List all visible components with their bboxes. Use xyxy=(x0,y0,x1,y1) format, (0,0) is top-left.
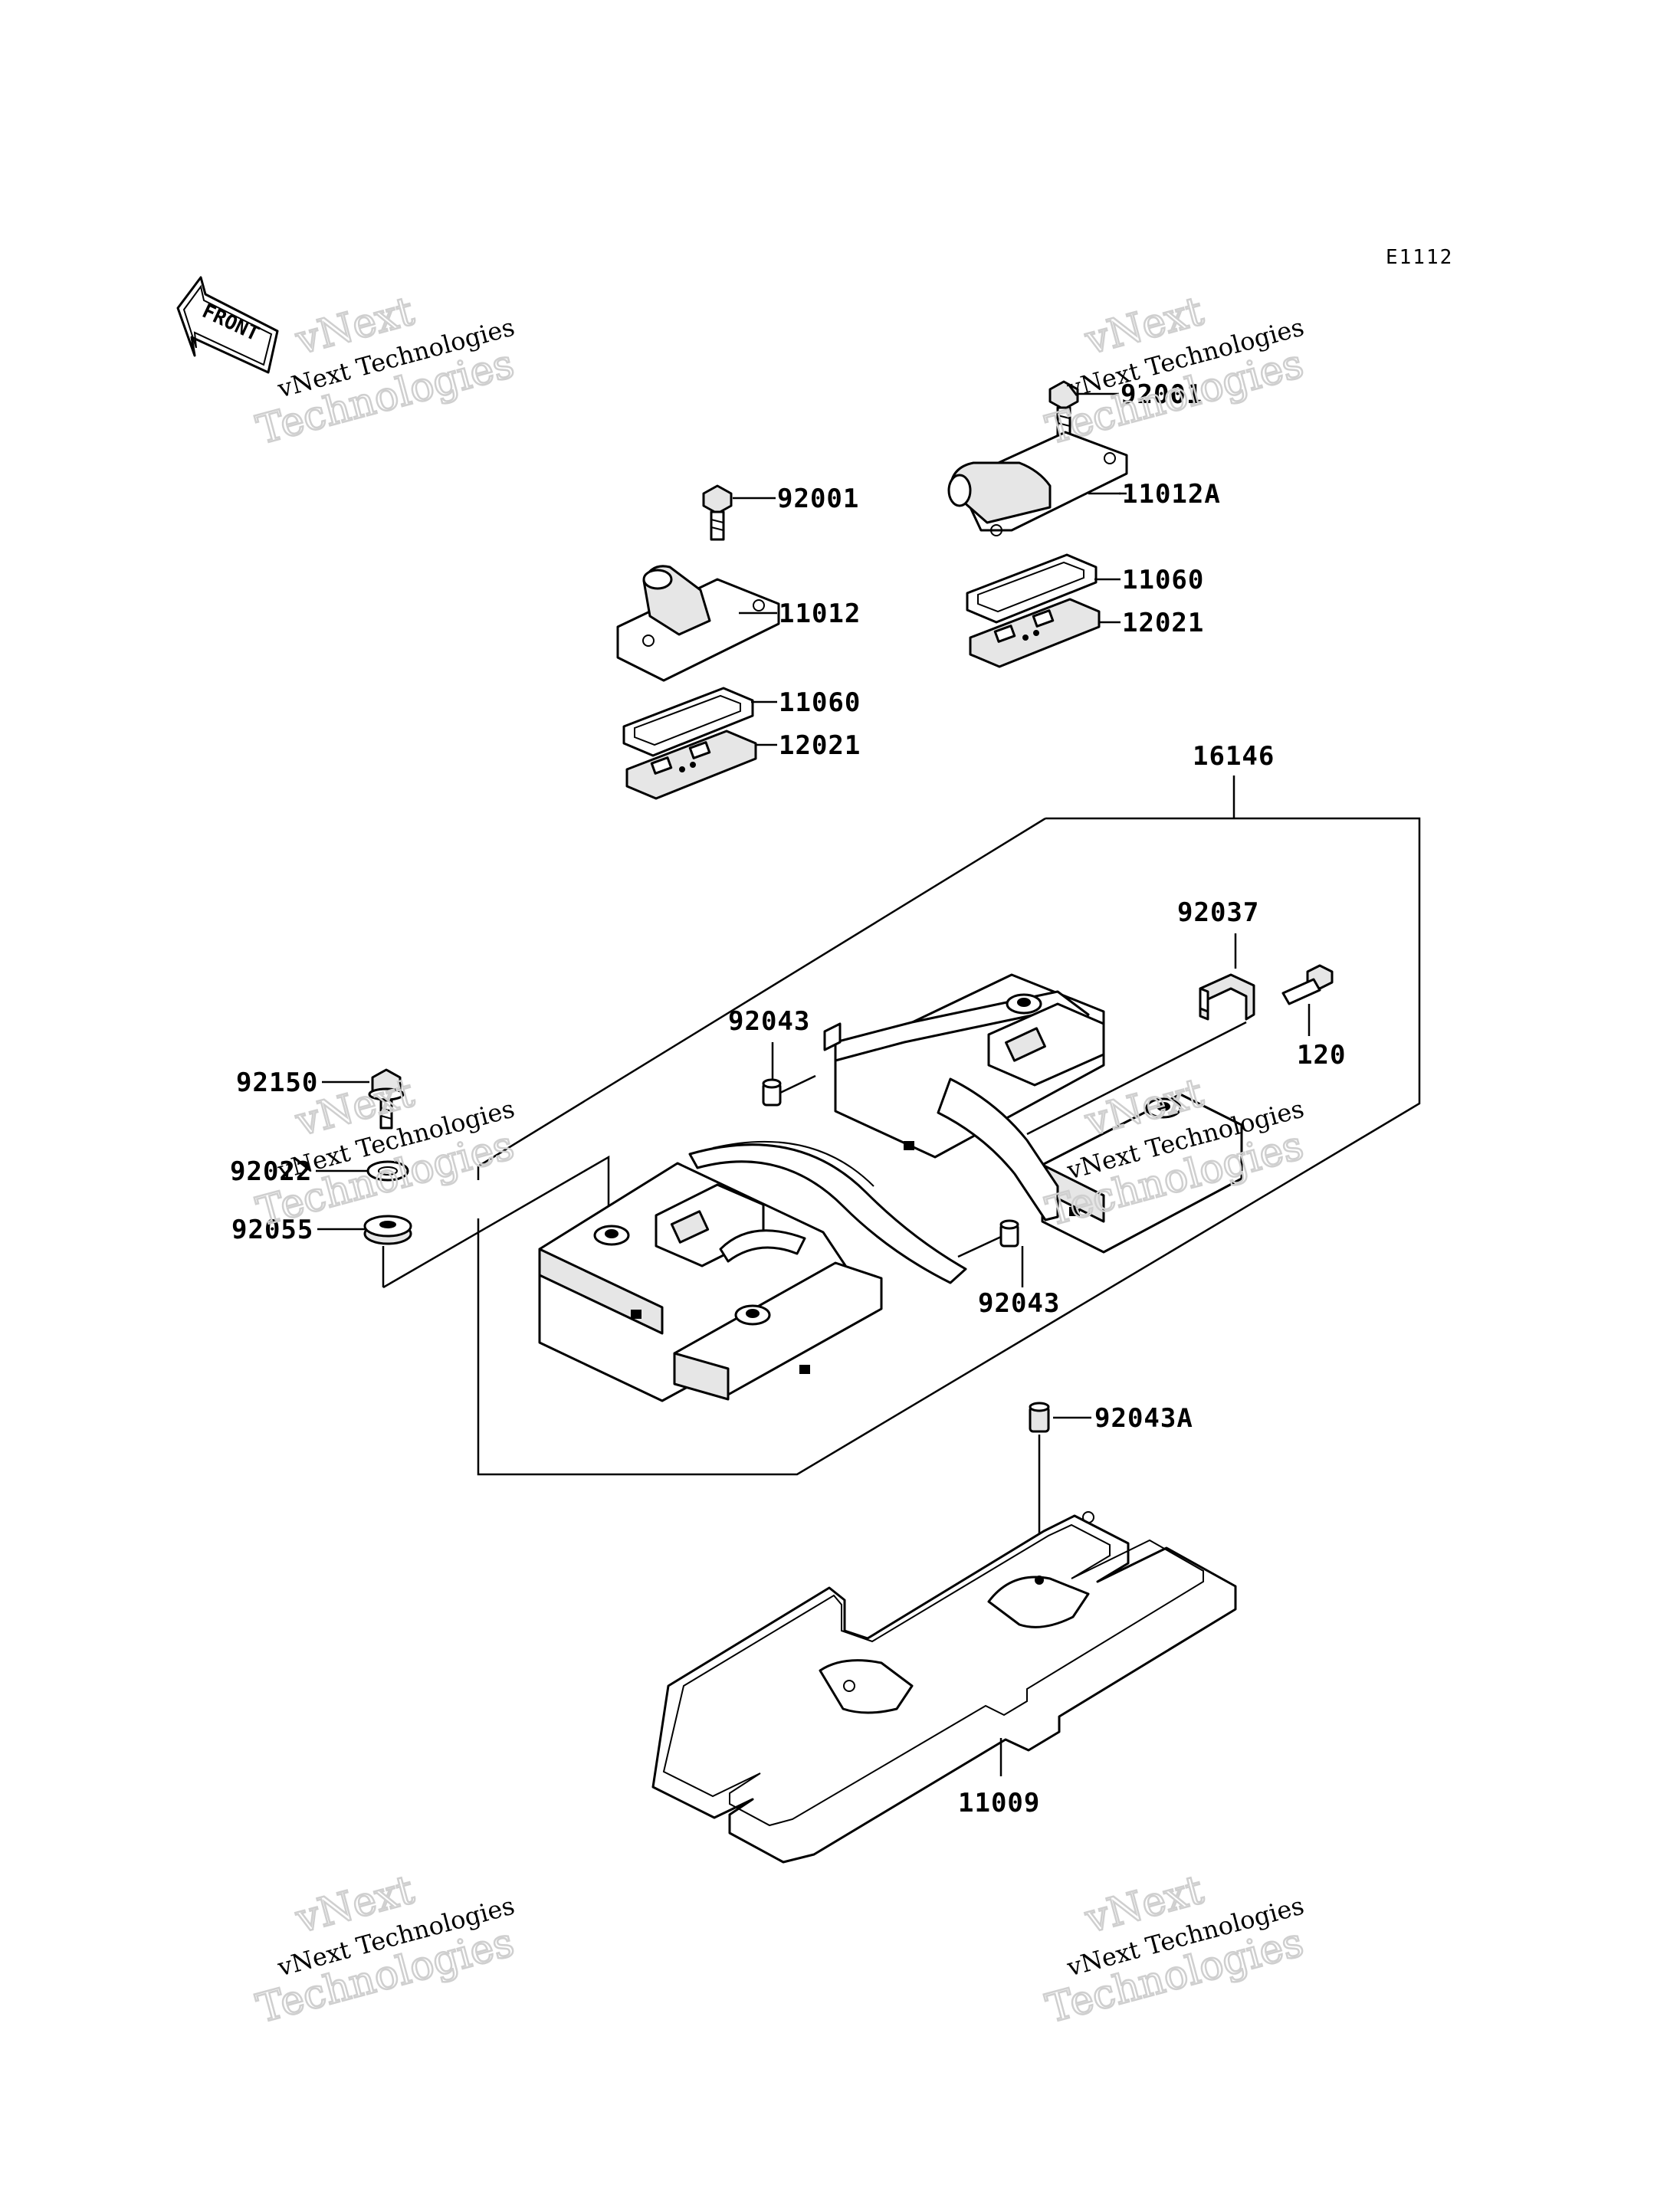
dowel-92043A-icon xyxy=(1029,1402,1050,1433)
label-120: 120 xyxy=(1297,1040,1346,1071)
bolt-92001-left-icon xyxy=(702,484,733,541)
label-92037: 92037 xyxy=(1177,897,1259,928)
label-11012A: 11012A xyxy=(1122,479,1221,510)
watermark-top-right: vNext vNext Technologies Technologies xyxy=(1041,287,1309,454)
label-92022: 92022 xyxy=(230,1156,312,1187)
gasket-11060-right-icon xyxy=(966,553,1098,624)
washer-92022-icon xyxy=(366,1160,409,1182)
gasket-11009-icon xyxy=(651,1511,1237,1864)
plate-12021-right-icon xyxy=(969,598,1101,668)
watermark-top-left: vNext vNext Technologies Technologies xyxy=(251,287,520,454)
label-92043-upper: 92043 xyxy=(728,1006,810,1037)
label-11009: 11009 xyxy=(958,1788,1040,1818)
label-12021-right: 12021 xyxy=(1122,608,1204,638)
grommet-92055-icon xyxy=(363,1215,412,1245)
label-92001-top: 92001 xyxy=(1121,379,1203,410)
front-arrow-icon: FRONT xyxy=(176,276,279,374)
bracket-92037-icon xyxy=(1199,973,1255,1021)
dowel-92043-upper-icon xyxy=(762,1078,782,1107)
assembly-frame xyxy=(477,817,1421,1476)
bolt-120-icon xyxy=(1281,964,1334,1005)
label-92043-lower: 92043 xyxy=(978,1288,1060,1319)
label-12021-left: 12021 xyxy=(779,730,861,761)
label-92043A: 92043A xyxy=(1094,1403,1193,1434)
label-92001-left: 92001 xyxy=(777,484,859,514)
cylinder-head-cover-icon xyxy=(538,973,1243,1402)
label-11060-left: 11060 xyxy=(779,687,861,718)
dowel-92043-lower-icon xyxy=(999,1219,1019,1248)
gasket-11060-left-icon xyxy=(622,687,754,757)
label-92150: 92150 xyxy=(236,1067,318,1098)
watermark-bottom-left: vNext vNext Technologies Technologies xyxy=(251,1866,520,2033)
bolt-92150-icon xyxy=(368,1068,405,1130)
label-16146: 16146 xyxy=(1193,741,1275,772)
label-11060-right: 11060 xyxy=(1122,565,1204,595)
plate-12021-left-icon xyxy=(625,730,757,800)
diagram-code: E1112 xyxy=(1386,246,1453,269)
breather-cover-11012-icon xyxy=(616,565,780,682)
label-92055: 92055 xyxy=(231,1215,313,1245)
watermark-bottom-right: vNext vNext Technologies Technologies xyxy=(1041,1866,1309,2033)
label-11012: 11012 xyxy=(779,598,861,629)
breather-cover-11012A-icon xyxy=(947,431,1128,536)
bolt-92001-top-icon xyxy=(1048,380,1079,437)
